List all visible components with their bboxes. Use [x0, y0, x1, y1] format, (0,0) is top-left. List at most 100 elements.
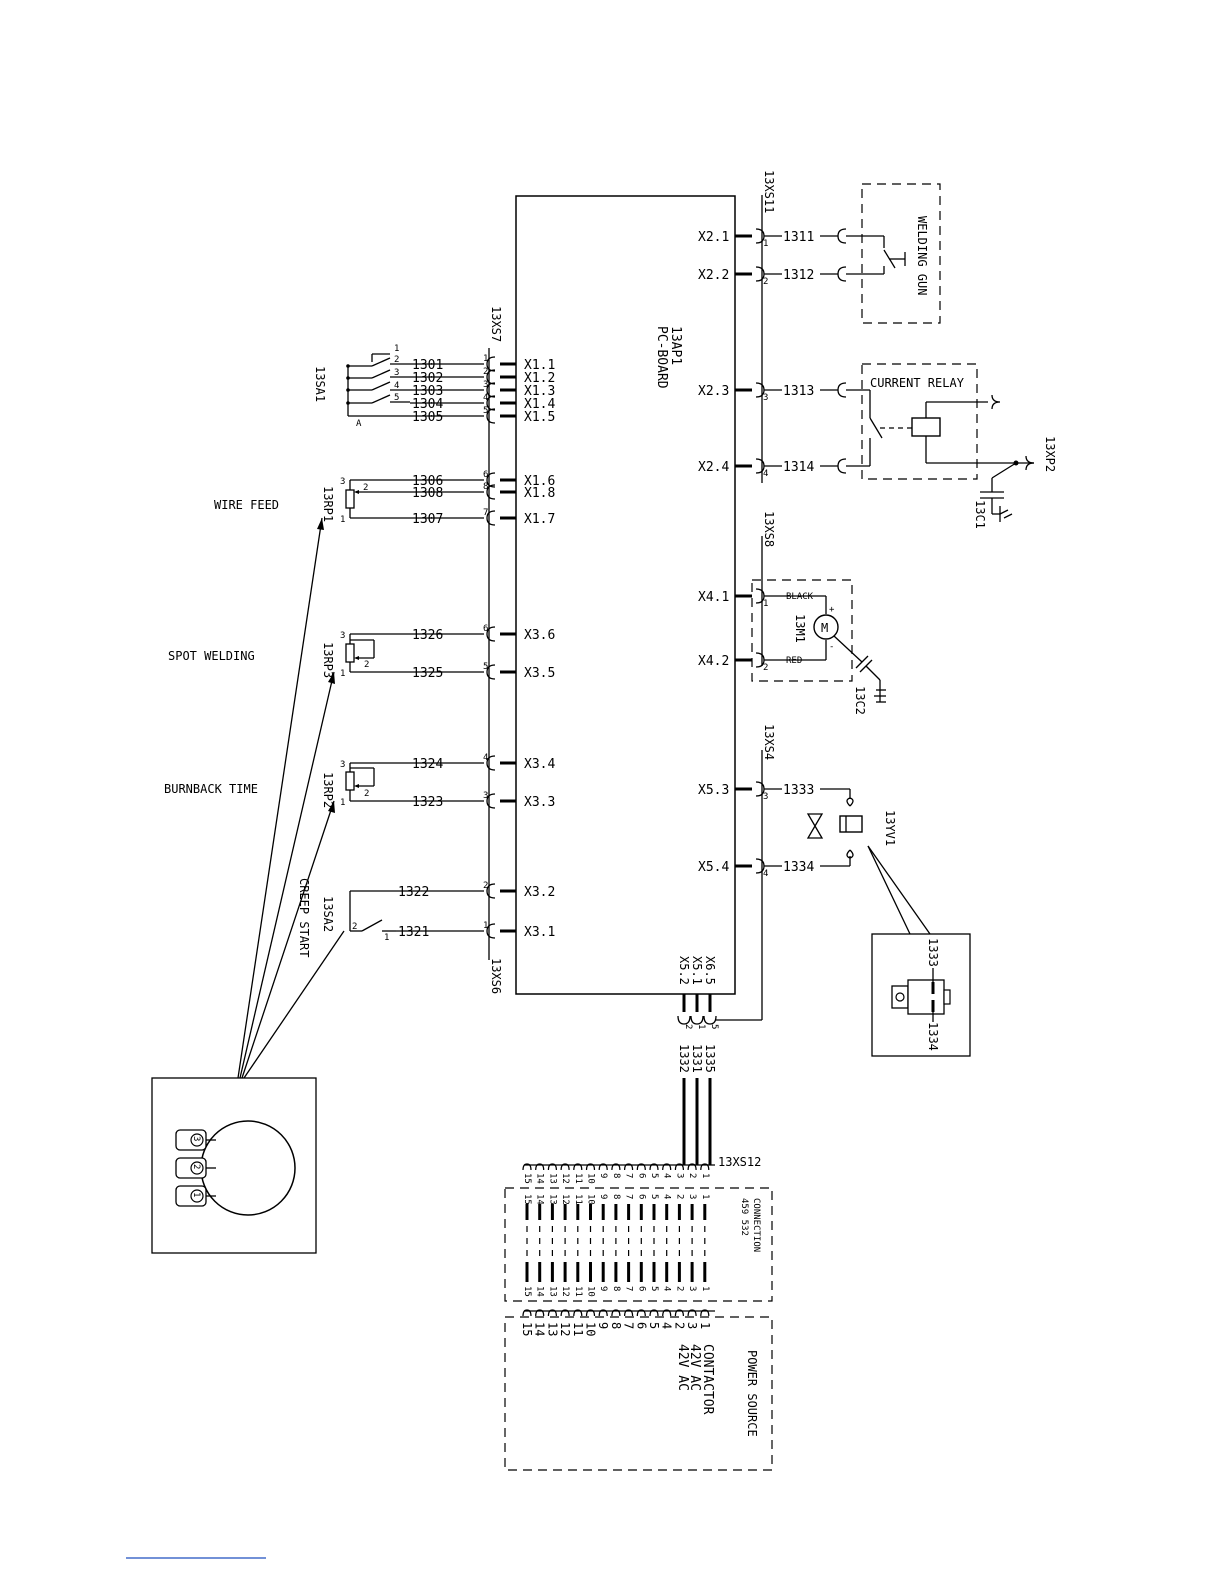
- connection-pin-bottom: 12: [560, 1286, 570, 1297]
- connection-pin-bottom: 3: [687, 1286, 697, 1291]
- terminal-label: X4.2: [698, 654, 729, 669]
- connection-pin-top: 6: [636, 1194, 646, 1199]
- connection-pin-bottom: 6: [636, 1286, 646, 1291]
- terminal-label: X2.2: [698, 268, 729, 283]
- pin-number: 4: [483, 753, 488, 763]
- wire-label: 1326: [412, 628, 443, 643]
- connection-pin-bottom: 10: [586, 1286, 596, 1297]
- connection-pin-bottom: 15: [522, 1286, 532, 1297]
- terminal-label: X5.4: [698, 860, 729, 875]
- xs12-pin-number: 6: [636, 1173, 646, 1178]
- terminal-label: X5.3: [698, 783, 729, 798]
- connector-xp2: 13XP2: [1043, 436, 1057, 472]
- label-current-relay: CURRENT RELAY: [870, 376, 965, 390]
- pin-number: 2: [483, 881, 488, 891]
- label-burnback-time: BURNBACK TIME: [164, 782, 258, 796]
- power-source-pin: 15: [520, 1322, 534, 1336]
- connection-pin-top: 10: [586, 1194, 596, 1205]
- label-welding-gun: WELDING GUN: [915, 216, 929, 295]
- pin-number: 1: [763, 599, 768, 609]
- pin-number: 8: [483, 482, 488, 492]
- connector-xs6: 13XS6: [489, 958, 503, 994]
- connection-pin-top: 9: [598, 1194, 608, 1199]
- connection-pin-top: 15: [522, 1194, 532, 1205]
- terminal-label: X1.4: [524, 397, 555, 412]
- wire-label: 1306: [412, 474, 443, 489]
- connection-pin-bottom: 13: [547, 1286, 557, 1297]
- wire-label: 1311: [783, 230, 814, 245]
- knob-pointer-lines: [237, 517, 345, 1079]
- power-source-function: 42V AC: [675, 1344, 690, 1391]
- pin-number: 1: [696, 1024, 706, 1029]
- rp2-pin-1: 1: [340, 798, 345, 808]
- terminal-label: X1.6: [524, 474, 555, 489]
- connection-pin-top: 1: [700, 1194, 710, 1199]
- motor-minus: -: [829, 642, 834, 652]
- component-13c1: 13C1: [973, 500, 987, 529]
- xs12-pin-number: 10: [586, 1173, 596, 1184]
- pin-number: 7: [483, 508, 488, 518]
- xs12-pin-number: 4: [662, 1173, 672, 1178]
- knob-terminal-1: 1: [191, 1192, 201, 1197]
- sa1-pin-4: 4: [394, 381, 399, 391]
- connection-box: [504, 1187, 773, 1302]
- wire-label: 1302: [412, 371, 443, 386]
- terminal-label: X3.3: [524, 795, 555, 810]
- wire-label: 1308: [412, 486, 443, 501]
- valve-wire-1334: 1334: [926, 1022, 940, 1051]
- power-source-pin: 5: [647, 1322, 661, 1329]
- xs12-pin-number: 11: [573, 1173, 583, 1184]
- connection-pin-top: 11: [573, 1194, 583, 1205]
- pin-number: 3: [763, 792, 768, 802]
- xs12-pin-number: 2: [687, 1173, 697, 1178]
- terminal-label: X1.3: [524, 384, 555, 399]
- wire-label: 1307: [412, 512, 443, 527]
- pin-number: 3: [483, 380, 488, 390]
- welding-gun: WELDING GUN: [846, 183, 941, 324]
- power-source-pin: 4: [660, 1322, 674, 1329]
- sa1-common: A: [356, 419, 362, 429]
- connection-pin-top: 3: [687, 1194, 697, 1199]
- sa1-pin-2: 2: [394, 355, 399, 365]
- wire-label: 1334: [783, 860, 814, 875]
- label-spot-welding: SPOT WELDING: [168, 649, 255, 663]
- wire-label: 1335: [703, 1044, 717, 1073]
- connection-pin-top: 12: [560, 1194, 570, 1205]
- xs12-pin-number: 13: [547, 1173, 557, 1184]
- pin-number: 5: [483, 406, 488, 416]
- connector-xs7: 13XS7: [489, 306, 503, 342]
- xs12-pin-number: 1: [700, 1173, 710, 1178]
- sa1-pin-1: 1: [394, 344, 399, 354]
- xs12-pin-number: 14: [535, 1173, 545, 1184]
- potentiometer-knob-detail: 3 2 1: [151, 1077, 317, 1254]
- wire-label: 1325: [412, 666, 443, 681]
- connection-pin-bottom: 1: [700, 1286, 710, 1291]
- wire-label: 1305: [412, 410, 443, 425]
- potentiometer-13rp3: 3 2 1 13RP3: [321, 631, 410, 679]
- terminal-label: X5.2: [677, 956, 691, 985]
- component-13rp2: 13RP2: [321, 772, 335, 808]
- power-source-pin: 13: [545, 1322, 559, 1336]
- connection-pin-bottom: 5: [649, 1286, 659, 1291]
- pin-number: 1: [483, 354, 488, 364]
- xs12-pin-number: 12: [560, 1173, 570, 1184]
- connection-pin-bottom: 4: [662, 1286, 672, 1291]
- power-source-box: [504, 1316, 773, 1471]
- xs12-pin-number: 7: [624, 1173, 634, 1178]
- component-13yv1: 13YV1: [883, 810, 897, 846]
- wire-label: RED: [786, 656, 802, 666]
- current-relay: CURRENT RELAY 13C1: [846, 363, 1035, 529]
- xs12-pin-number: 8: [611, 1173, 621, 1178]
- terminal-label: X6.5: [703, 956, 717, 985]
- label-wire-feed: WIRE FEED: [214, 498, 279, 512]
